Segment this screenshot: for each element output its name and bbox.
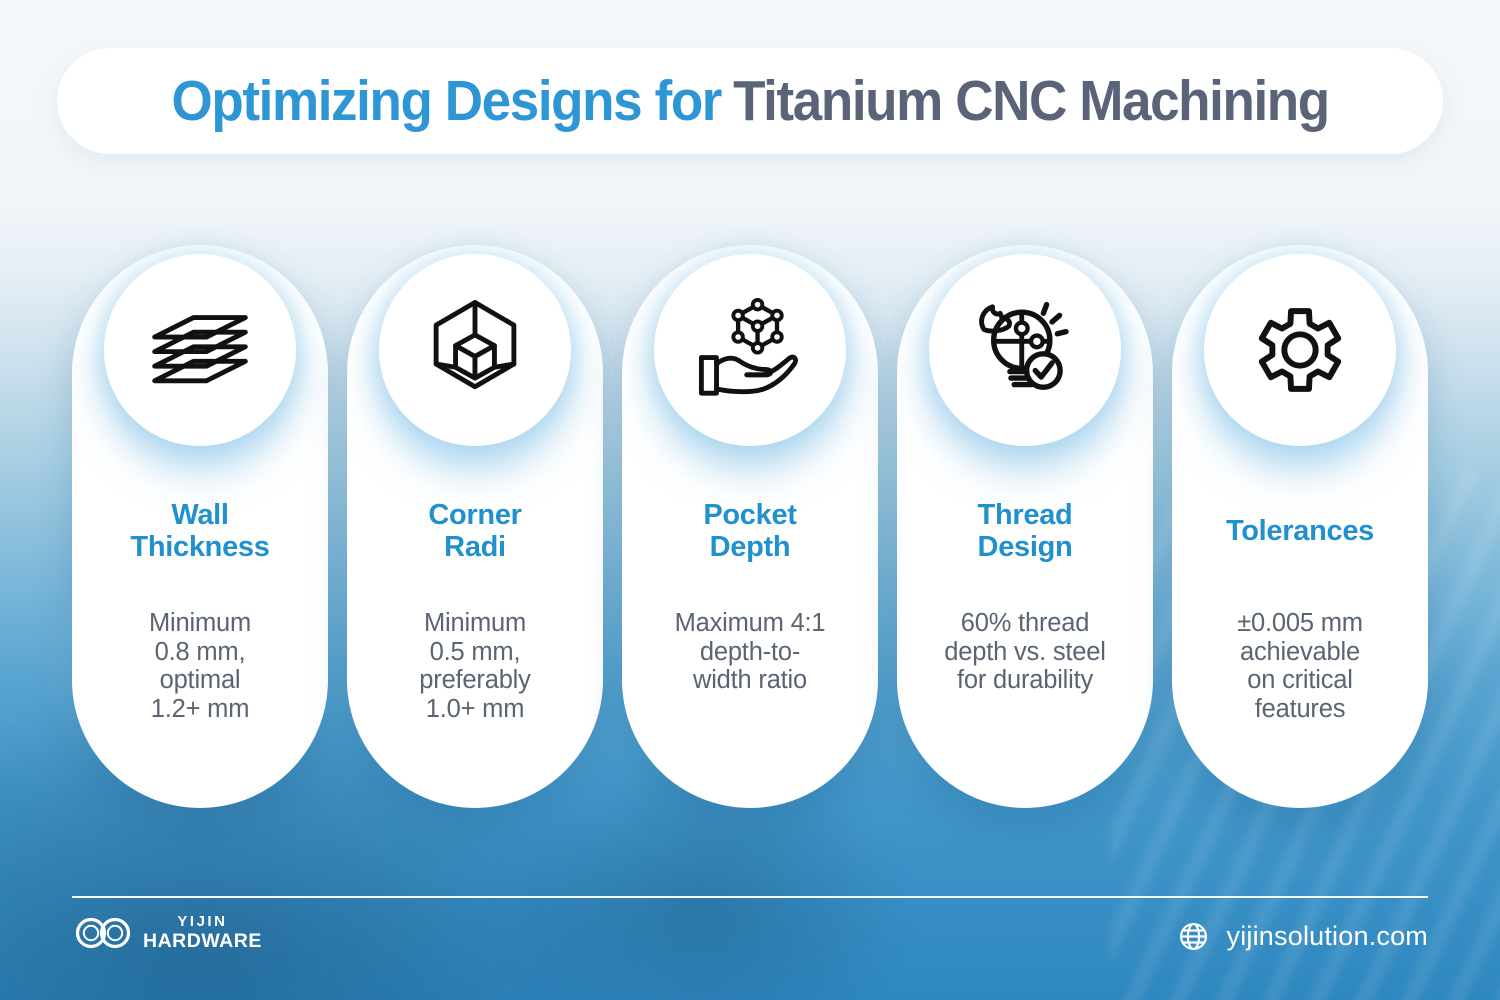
footer-divider <box>72 896 1428 898</box>
infinity-logo-icon <box>75 917 131 949</box>
icon-circle <box>929 254 1121 446</box>
website-text: yijinsolution.com <box>1226 921 1428 951</box>
icon-circle <box>379 254 571 446</box>
card-description: Minimum 0.8 mm, optimal 1.2+ mm <box>148 609 252 723</box>
gear-icon <box>1258 308 1342 392</box>
card-row: Wall Thickness Minimum 0.8 mm, optimal 1… <box>72 245 1428 808</box>
icon-circle <box>1204 254 1396 446</box>
hand-cube-icon <box>698 297 798 396</box>
icon-circle <box>654 254 846 446</box>
card-wall-thickness: Wall Thickness Minimum 0.8 mm, optimal 1… <box>72 245 328 808</box>
globe-icon <box>1179 923 1207 950</box>
card-description: ±0.005 mm achievable on critical feature… <box>1237 609 1363 723</box>
card-heading: Wall Thickness <box>130 499 270 563</box>
card-corner-radi: Corner Radi Minimum 0.5 mm, preferably 1… <box>347 245 603 808</box>
card-description: Minimum 0.5 mm, preferably 1.0+ mm <box>419 609 531 723</box>
page-title-highlight: Optimizing Designs for <box>171 69 722 133</box>
card-heading: Thread Design <box>977 499 1073 563</box>
page-title-rest: Titanium CNC Machining <box>732 69 1330 133</box>
icon-circle <box>104 254 296 446</box>
brand-line1: YIJIN <box>177 913 228 931</box>
card-pocket-depth: Pocket Depth Maximum 4:1 depth-to- width… <box>622 245 878 808</box>
card-thread-design: Thread Design 60% thread depth vs. steel… <box>897 245 1153 808</box>
card-heading: Corner Radi <box>428 499 522 563</box>
brand-line2: HARDWARE <box>143 930 262 953</box>
layers-icon <box>152 315 248 384</box>
puzzle-check-icon <box>979 301 1069 390</box>
cube-corner-icon <box>433 300 517 390</box>
card-heading: Tolerances <box>1226 515 1374 547</box>
card-description: 60% thread depth vs. steel for durabilit… <box>944 609 1106 694</box>
website-link: yijinsolution.com <box>1178 921 1428 952</box>
brand-logo: YIJIN HARDWARE <box>74 911 262 955</box>
card-description: Maximum 4:1 depth-to- width ratio <box>674 609 826 694</box>
brand-name: YIJIN HARDWARE <box>143 914 262 952</box>
card-heading: Pocket Depth <box>703 499 797 563</box>
card-tolerances: Tolerances ±0.005 mm achievable on criti… <box>1172 245 1428 808</box>
